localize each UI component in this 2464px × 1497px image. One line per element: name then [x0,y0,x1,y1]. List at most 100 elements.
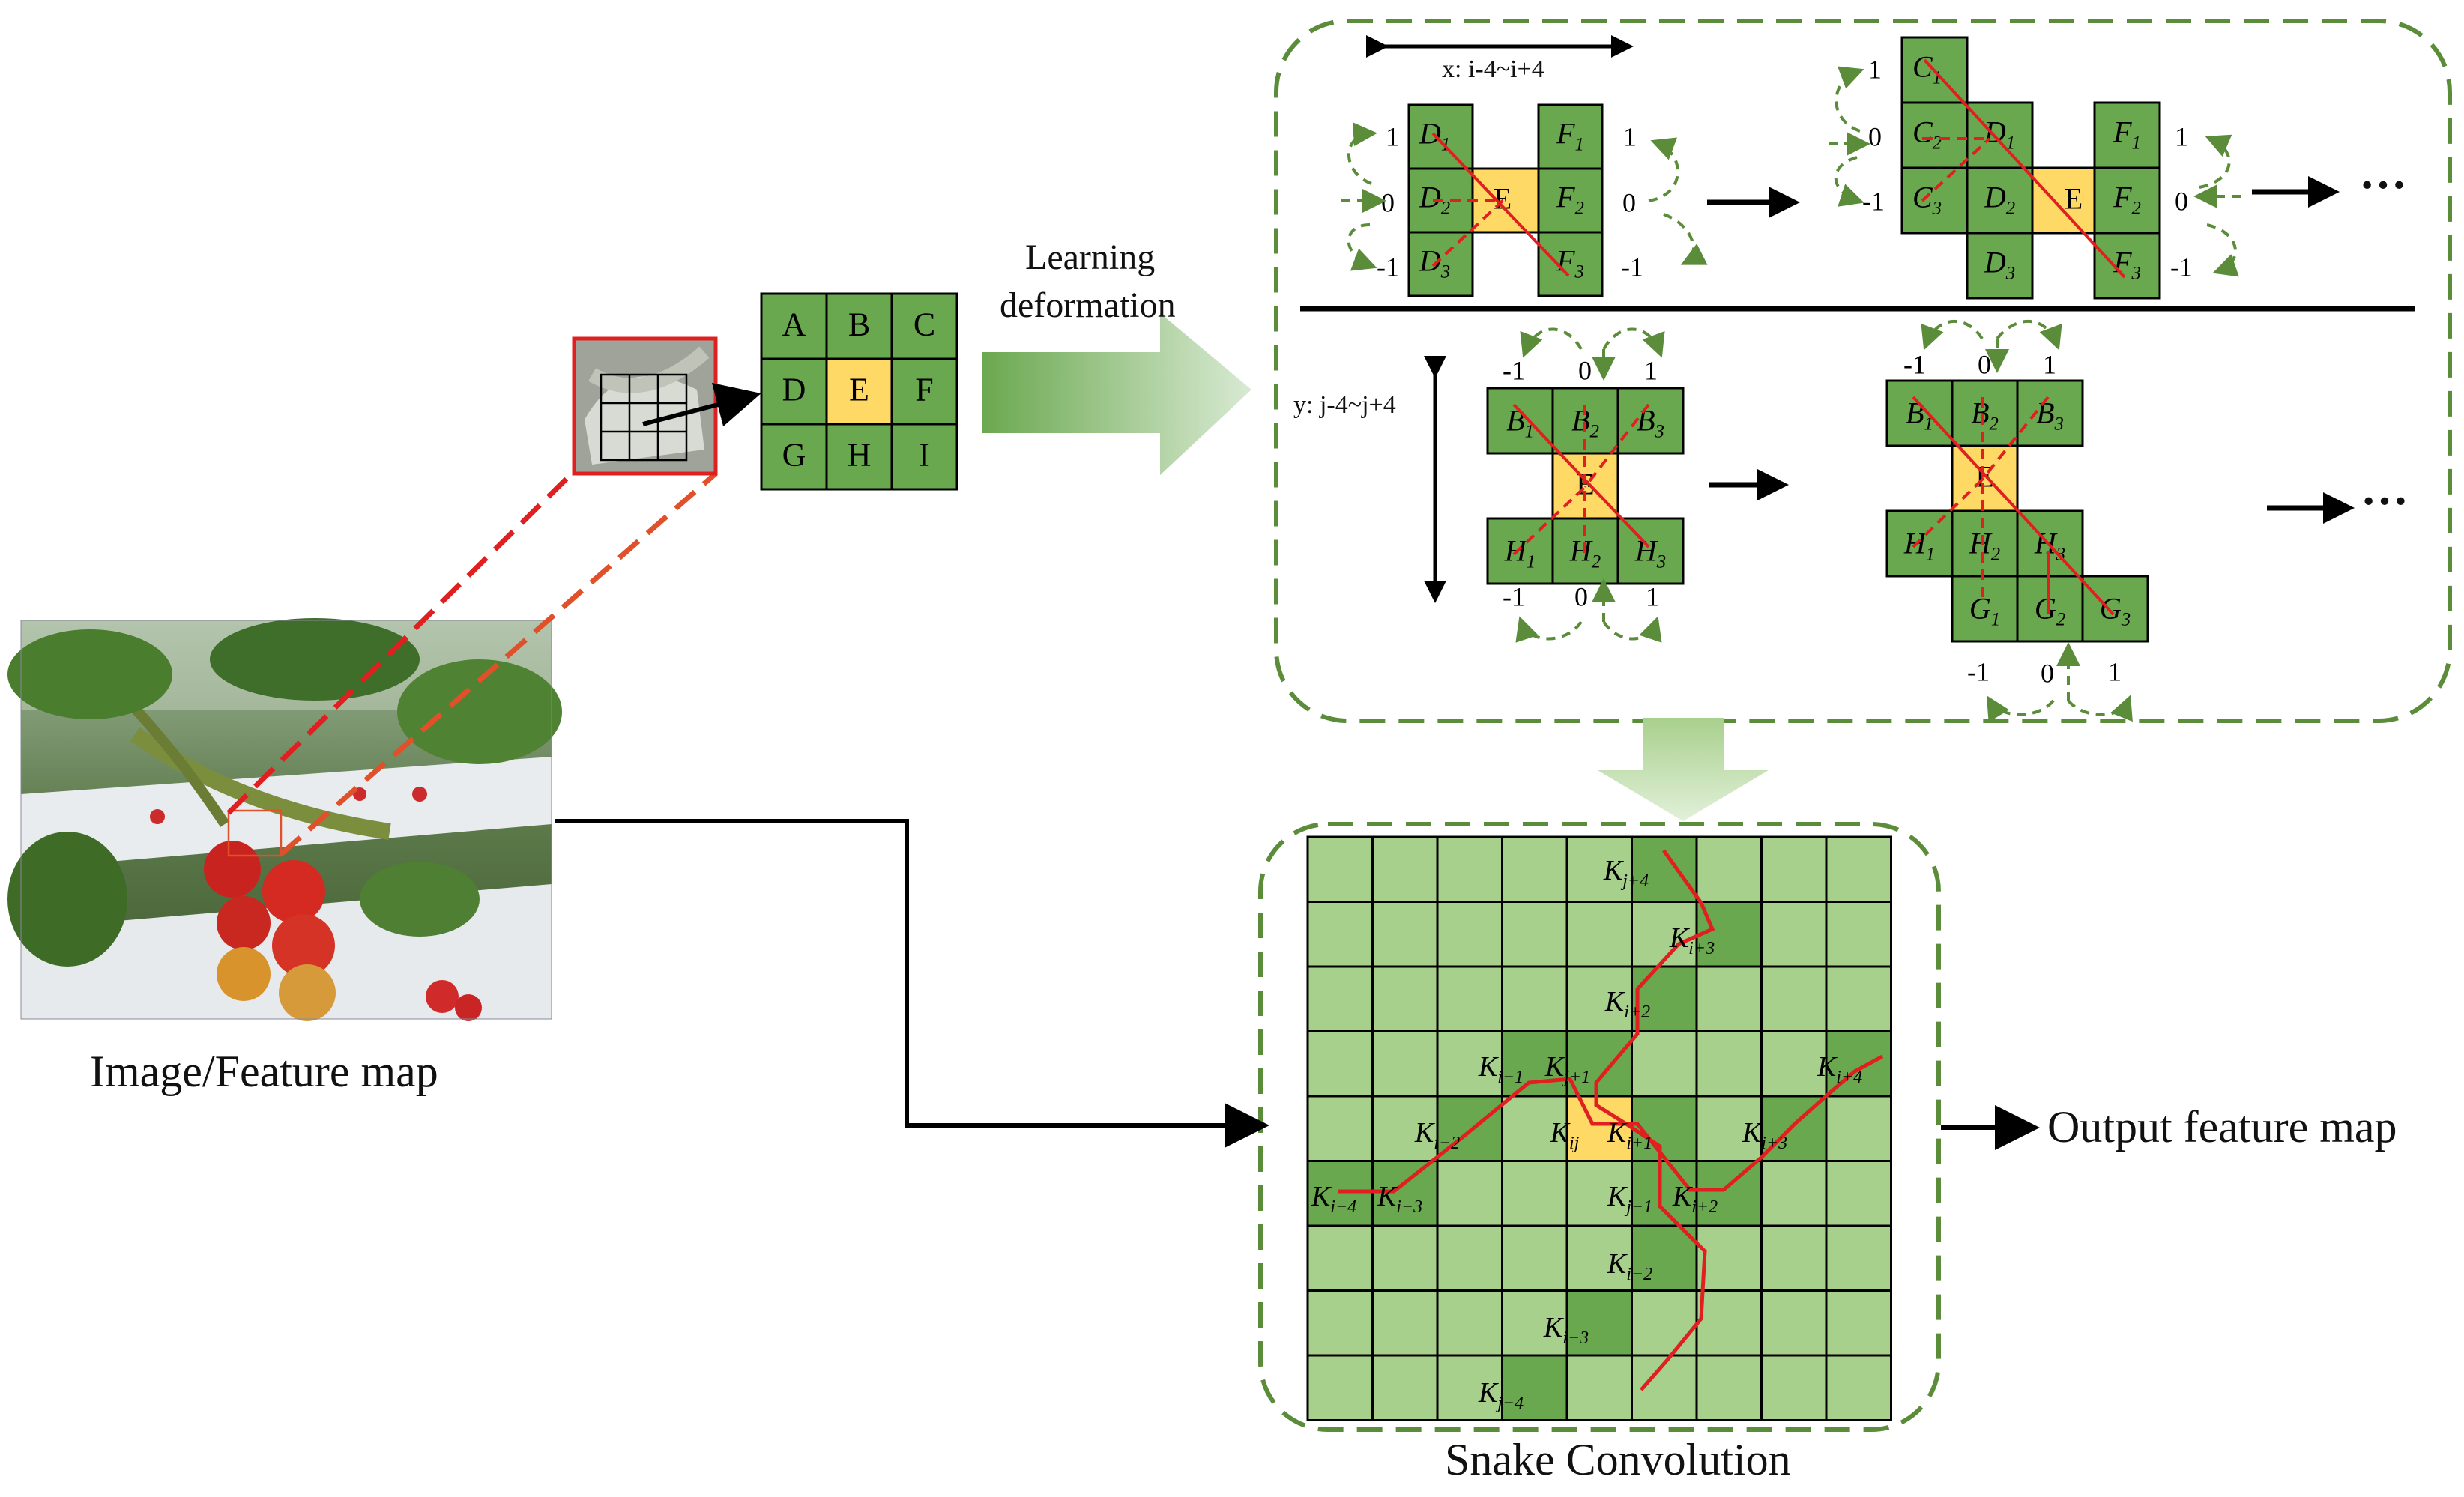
offset-pos: 1 [1386,121,1399,151]
label-e: E [2065,182,2083,216]
label-g1: G1 [1969,592,2000,630]
offset-pos: 1 [2108,656,2122,686]
label-d2: D2 [1419,181,1450,219]
offset-arrow [2199,134,2232,189]
label-c3: C3 [1912,181,1942,219]
snake-cell [1760,1224,1828,1292]
snake-kernel-label: Ki+2 [1672,1181,1718,1217]
snake-cell [1825,1224,1892,1292]
snake-cell [1760,965,1828,1032]
snake-cell [1436,1354,1503,1421]
kernel-cell-h [825,423,893,491]
kernel-link-line [1981,396,2050,481]
snake-kernel-label: Kij [1550,1117,1580,1153]
cell-f3 [1537,231,1604,297]
learning-label-line1: Learning [1025,238,1156,277]
offset-arrow [1921,319,1984,351]
offset-arrow [1986,695,2055,722]
snake-cell [1760,1030,1828,1098]
label-d2: D2 [1984,181,2015,219]
snake-cell [1436,965,1503,1032]
snake-cell [1501,1224,1568,1292]
cell-f1 [2093,101,2161,169]
offset-arrow [2067,695,2133,722]
snake-cell [1825,965,1892,1032]
snake-cell [1306,1095,1374,1162]
offset-neg: -1 [1903,349,1926,379]
cell-d3 [1966,232,2034,300]
offset-arrow [1520,327,1583,358]
y-range-label: y: j-4~j+4 [1293,391,1396,419]
cell-b3 [1616,387,1685,455]
cell-h1 [1885,509,1954,578]
snake-cell [1565,1224,1633,1292]
label-b2: B2 [1971,396,1999,435]
snake-cell [1501,1289,1568,1357]
snake-cell [1371,1224,1439,1292]
cell-d2 [1966,166,2034,235]
offset-arrow [1602,616,1662,643]
snake-kernel-label: Ki−1 [1478,1051,1524,1087]
snake-cell [1306,1289,1374,1357]
offset-arrow [1835,66,1864,133]
snake-kernel-label: Ki+3 [1669,922,1715,958]
y-ellipsis: ··· [2361,474,2409,527]
snake-cell [1436,1095,1503,1162]
tomato-photo [7,618,562,1021]
cell-c2 [1900,101,1969,169]
snake-kernel-label: Ki−3 [1543,1312,1589,1348]
offset-zero: 0 [1381,187,1395,217]
zoom-inset [572,336,761,476]
snake-cell [1371,965,1439,1032]
snake-kernel-label: Ki−3 [1377,1181,1422,1217]
cell-b1 [1885,379,1954,447]
offset-pos: 1 [1644,355,1658,385]
offset-zero: 0 [1622,187,1636,217]
image-caption: Image/Feature map [90,1047,438,1096]
label-b2: B2 [1571,404,1599,442]
offset-neg: -1 [1503,355,1525,385]
offset-pos: 1 [1868,54,1882,84]
kernel-letter-c: C [914,306,935,343]
snake-cell [1760,1160,1828,1227]
offset-arrow [1347,223,1377,271]
snake-cell [1631,1224,1698,1292]
snake-kernel-label: Ki+4 [1817,1051,1862,1087]
kernel-link-line [1912,396,2115,616]
cell-f2 [2093,166,2161,235]
snake-cell [1436,901,1503,968]
offset-neg: -1 [1621,252,1643,282]
snake-cell [1436,1224,1503,1292]
down-arrow [1598,718,1769,821]
photo-to-snake-connector [555,819,1269,1148]
snake-cell [1371,1354,1439,1421]
snake-kernel-label: Ki−2 [1607,1248,1652,1284]
learning-deformation-arrow [982,313,1251,475]
learning-label-line2: deformation [1000,285,1176,325]
kernel-letter-b: B [848,306,870,343]
kernel-letter-d: D [782,372,806,408]
cell-d1 [1407,103,1474,170]
snake-cell [1371,1030,1439,1098]
label-f1: F1 [1556,117,1584,155]
offset-pos: 1 [2043,349,2056,379]
label-g2: G2 [2035,592,2065,630]
snake-kernel-label: Kj+1 [1544,1051,1590,1087]
snake-caption: Snake Convolution [1445,1435,1791,1484]
offset-neg: -1 [1503,581,1525,611]
cell-f3 [2093,232,2161,300]
snake-cell [1631,1289,1698,1357]
kernel-letter-a: A [782,306,806,343]
label-f1: F1 [2113,115,2141,154]
label-b1: B1 [1906,396,1933,435]
label-b3: B3 [2036,396,2064,435]
label-h2: H2 [1569,534,1601,572]
snake-cell [1565,1354,1633,1421]
label-f2: F2 [1556,181,1584,219]
offset-arrow [1602,327,1665,358]
snake-cell [1501,1354,1568,1421]
deformation-panel [1274,19,2452,723]
snake-cell [1695,1289,1763,1357]
label-d1: D1 [1984,115,2015,154]
